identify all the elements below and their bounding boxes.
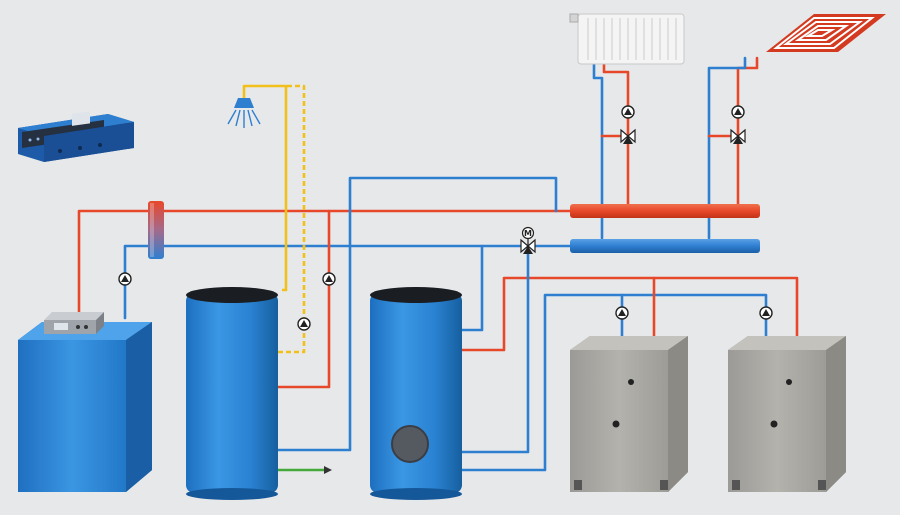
- buffer-supply-pipe: [460, 276, 799, 352]
- boiler-return-pipe: [123, 244, 150, 320]
- pump-icon: [621, 105, 635, 119]
- pump-icon: [759, 306, 773, 320]
- pump-icon: [615, 306, 629, 320]
- three-way-valve-icon: [620, 128, 636, 144]
- three-way-valve-icon: [730, 128, 746, 144]
- floor-supply-pipe: [736, 56, 759, 208]
- control-unit: [18, 111, 134, 162]
- pump-icon: [118, 272, 132, 286]
- floor-return-pipe: [707, 56, 747, 240]
- underfloor-heating: [766, 14, 886, 52]
- boiler: [18, 312, 152, 492]
- boiler-controller: [44, 312, 104, 334]
- boiler-supply-pipe: [77, 209, 150, 320]
- dhw-storage-tank: [186, 287, 278, 500]
- buffer-bottom-pipe: [460, 244, 530, 454]
- pump-icon: [322, 272, 336, 286]
- return-manifold: [570, 239, 760, 253]
- heat-pump-2: [728, 336, 846, 492]
- pump-icon: [731, 105, 745, 119]
- radiator: [569, 13, 685, 65]
- heat-pump-1: [570, 336, 688, 492]
- supply-manifold: [570, 204, 760, 218]
- hot-water-pipe: [242, 84, 288, 292]
- dhw-coil-return-pipe: [276, 176, 558, 452]
- shower-head: [227, 98, 261, 128]
- mixing-valve-icon: M: [520, 226, 536, 254]
- circulation-pipe: [278, 84, 306, 354]
- buffer-return-pipe: [460, 244, 484, 332]
- buffer-storage-tank: [370, 287, 462, 500]
- pump-icon: [297, 317, 311, 331]
- dhw-coil-supply-pipe: [276, 209, 331, 389]
- mixing-valve-label: M: [524, 229, 532, 238]
- cold-water-inlet-arrow: [324, 466, 332, 474]
- hydraulic-separator: [148, 201, 164, 259]
- flange-icon: [391, 425, 429, 463]
- radiator-return-pipe: [592, 60, 604, 240]
